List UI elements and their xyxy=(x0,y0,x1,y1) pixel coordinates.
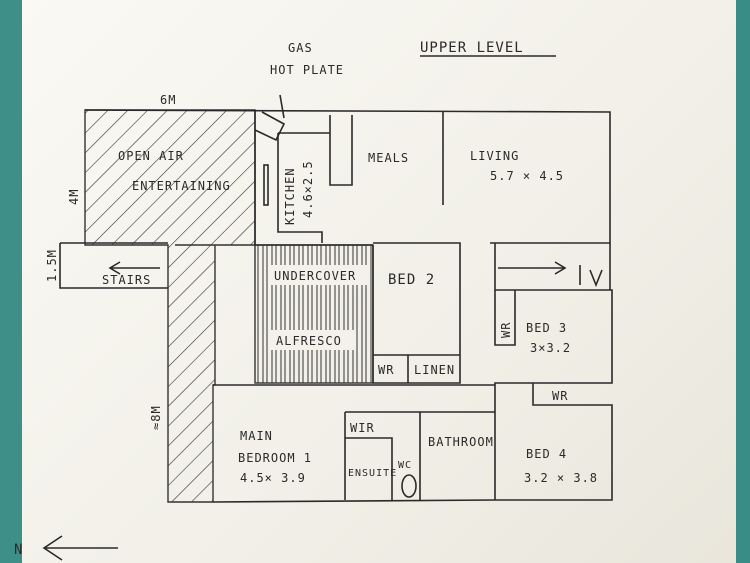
bed3-size: 3×3.2 xyxy=(530,341,571,355)
wir-label: WIR xyxy=(350,421,375,435)
bedroom1-size: 4.5× 3.9 xyxy=(240,471,306,485)
wc-label: WC xyxy=(398,460,412,471)
bedroom1-label: BEDROOM 1 xyxy=(238,451,312,465)
bed3-label: BED 3 xyxy=(526,321,567,335)
bed4-wr-label: WR xyxy=(552,389,568,403)
open-air-label: OPEN AIR xyxy=(118,149,184,163)
desk-edge-right xyxy=(736,0,750,563)
living-label: LIVING xyxy=(470,149,519,163)
stairs-dimension: 1.5M xyxy=(45,249,59,282)
paper-sheet xyxy=(22,0,736,563)
alfresco-label: ALFRESCO xyxy=(276,334,342,348)
left-dimension: 4M xyxy=(67,189,81,205)
undercover-label: UNDERCOVER xyxy=(274,269,356,283)
bathroom-label: BATHROOM xyxy=(428,435,494,449)
kitchen-size: 4.6×2.5 xyxy=(301,160,315,218)
walls xyxy=(42,94,613,561)
top-dimension: 6M xyxy=(160,93,176,107)
gas-label: GAS xyxy=(288,41,313,55)
living-size: 5.7 × 4.5 xyxy=(490,169,564,183)
lower-dimension: ≈8M xyxy=(149,405,163,430)
bed4-size: 3.2 × 3.8 xyxy=(524,471,598,485)
desk-edge-left xyxy=(0,0,22,563)
open-air-hatch xyxy=(84,109,256,503)
hot-plate-label: HOT PLATE xyxy=(270,63,344,77)
plan-title: UPPER LEVEL xyxy=(420,40,524,56)
ensuite-label: ENSUITE xyxy=(348,468,397,479)
linen-label: LINEN xyxy=(414,363,455,377)
bed3-wr-label: WR xyxy=(499,322,513,338)
bed4-label: BED 4 xyxy=(526,447,567,461)
stairs-label: STAIRS xyxy=(102,273,151,287)
north-label: N xyxy=(14,542,23,558)
entertaining-label: ENTERTAINING xyxy=(132,179,231,193)
bed2-label: BED 2 xyxy=(388,272,435,288)
kitchen-label: KITCHEN xyxy=(283,167,297,225)
main-label: MAIN xyxy=(240,429,273,443)
wr-small-label: WR xyxy=(378,363,394,377)
meals-label: MEALS xyxy=(368,151,409,165)
